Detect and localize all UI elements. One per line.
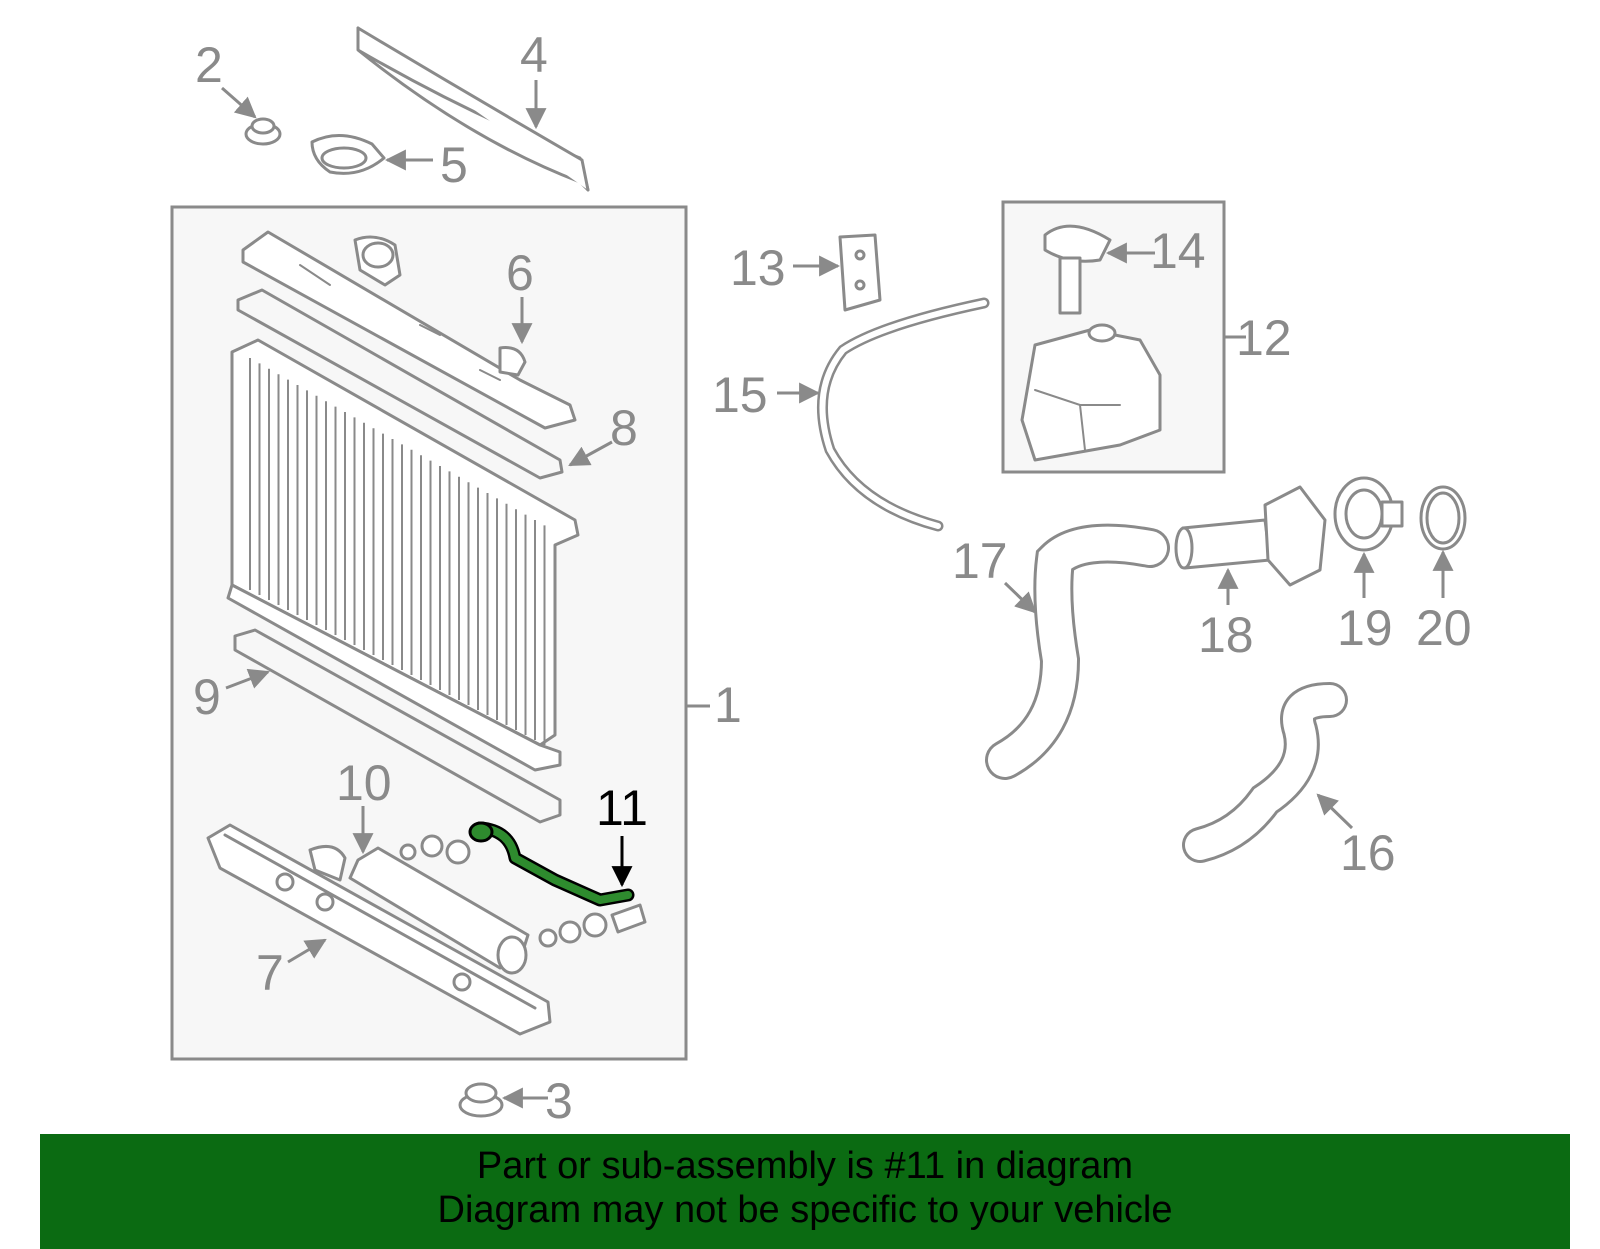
part-9-lower-gasket xyxy=(233,628,562,824)
callout-7: 7 xyxy=(256,945,284,1001)
part-20-gasket xyxy=(1419,485,1467,551)
leader-17 xyxy=(1003,581,1037,614)
part-19-thermostat xyxy=(1333,476,1404,552)
callout-20: 20 xyxy=(1416,600,1472,656)
callout-14: 14 xyxy=(1150,223,1206,279)
leader-2 xyxy=(221,86,257,119)
notice-banner: Part or sub-assembly is #11 in diagram D… xyxy=(40,1134,1570,1249)
part-2-clip xyxy=(244,117,282,146)
part-15-overflow-hose xyxy=(816,297,990,532)
part-14-reservoir-cap xyxy=(1043,224,1112,315)
callout-10: 10 xyxy=(336,755,392,811)
part-10-oil-cooler xyxy=(348,834,647,975)
callout-6: 6 xyxy=(506,245,534,301)
callout-3: 3 xyxy=(545,1073,573,1129)
part-11-oil-cooler-hose xyxy=(468,821,635,907)
part-4-seal-strip xyxy=(356,26,590,192)
callout-11: 11 xyxy=(596,780,648,836)
callout-13: 13 xyxy=(730,240,786,296)
callout-17: 17 xyxy=(952,533,1008,589)
part-17-upper-hose xyxy=(985,523,1170,780)
callout-15: 15 xyxy=(712,367,768,423)
leader-8 xyxy=(568,440,613,467)
part-7-lower-tank xyxy=(206,823,552,1036)
callout-1: 1 xyxy=(714,677,742,733)
part-13-bracket xyxy=(838,233,882,312)
callout-8: 8 xyxy=(610,400,638,456)
part-12-reservoir-tank xyxy=(1020,323,1162,462)
banner-line-disclaimer: Diagram may not be specific to your vehi… xyxy=(437,1189,1173,1231)
callout-12: 12 xyxy=(1236,310,1292,366)
callout-16: 16 xyxy=(1340,825,1396,881)
callout-19: 19 xyxy=(1337,600,1393,656)
leader-9 xyxy=(225,668,270,690)
leader-7 xyxy=(287,938,327,964)
part-16-lower-hose xyxy=(1182,682,1348,863)
banner-line-part-number: Part or sub-assembly is #11 in diagram xyxy=(476,1145,1134,1187)
part-6-upper-tank xyxy=(241,230,577,430)
part-18-water-inlet xyxy=(1174,485,1327,587)
callout-9: 9 xyxy=(193,669,221,725)
callout-2: 2 xyxy=(195,37,223,93)
part-8-upper-gasket xyxy=(236,288,564,480)
part-3-clip xyxy=(458,1082,504,1118)
leader-16 xyxy=(1316,793,1354,830)
radiator-core xyxy=(226,338,580,772)
callout-4: 4 xyxy=(520,27,548,83)
part-5-radiator-cap xyxy=(310,133,386,175)
callout-18: 18 xyxy=(1198,607,1254,663)
callout-5: 5 xyxy=(440,137,468,193)
